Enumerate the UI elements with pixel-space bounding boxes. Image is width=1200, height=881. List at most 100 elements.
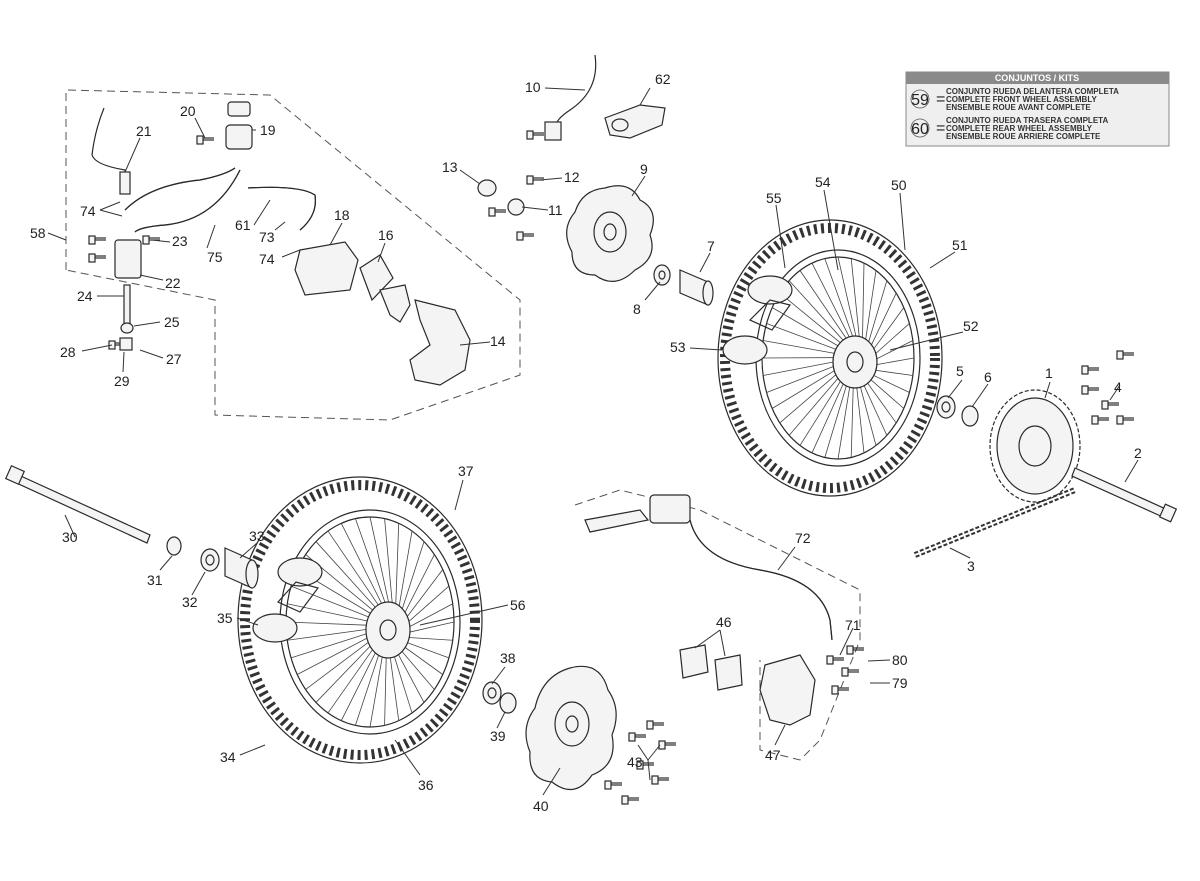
callout-31: 31 bbox=[147, 572, 163, 588]
kit-60-line-fr: ENSEMBLE ROUE ARRIERE COMPLETE bbox=[946, 132, 1101, 141]
callout-29: 29 bbox=[114, 373, 130, 389]
callout-6: 6 bbox=[984, 369, 992, 385]
front-caliper bbox=[294, 241, 359, 296]
spoke bbox=[850, 258, 861, 349]
callout-80: 80 bbox=[892, 652, 908, 668]
callout-74-b: 74 bbox=[259, 251, 275, 267]
callout-19: 19 bbox=[260, 122, 276, 138]
rear-inner-tube-bottom bbox=[722, 335, 768, 365]
front-brake-hose-upper-core bbox=[124, 167, 236, 211]
rear-brake-group-outline bbox=[574, 489, 861, 761]
brake-pad-front bbox=[359, 254, 394, 302]
spoke bbox=[788, 280, 851, 349]
rear-spokes bbox=[761, 256, 915, 460]
kit-60-number: 60 bbox=[911, 121, 929, 138]
callout-3: 3 bbox=[967, 558, 975, 574]
callout-8: 8 bbox=[633, 301, 641, 317]
front-tire-outer bbox=[237, 476, 483, 764]
spoke bbox=[811, 262, 855, 348]
rear-brake-hose-core bbox=[689, 519, 833, 641]
spoke bbox=[779, 367, 845, 424]
callout-2: 2 bbox=[1134, 445, 1142, 461]
rear-tire-outer bbox=[717, 219, 943, 497]
kit-60-line-es: CONJUNTO RUEDA TRASERA COMPLETA bbox=[946, 116, 1108, 125]
spoke bbox=[340, 641, 382, 721]
callout-9: 9 bbox=[640, 161, 648, 177]
callout-18: 18 bbox=[334, 207, 350, 223]
callout-74-a: 74 bbox=[80, 203, 96, 219]
callout-5: 5 bbox=[956, 363, 964, 379]
kit-59-line-es: CONJUNTO RUEDA DELANTERA COMPLETA bbox=[946, 87, 1119, 96]
callout-21: 21 bbox=[136, 123, 152, 139]
callout-11: 11 bbox=[548, 202, 563, 218]
spoke bbox=[327, 530, 386, 616]
callout-12: 12 bbox=[564, 169, 580, 185]
callout-32: 32 bbox=[182, 594, 198, 610]
callout-25: 25 bbox=[164, 314, 180, 330]
rear-brake-pad-a bbox=[679, 644, 709, 679]
front-rim-tape bbox=[277, 581, 320, 613]
spoke bbox=[824, 258, 857, 348]
kit-box-header: CONJUNTOS / KITS bbox=[995, 73, 1079, 83]
spoke bbox=[394, 523, 400, 619]
kit-box-frame bbox=[905, 71, 1170, 147]
callout-43: 43 bbox=[627, 754, 643, 770]
callout-71: 71 bbox=[845, 617, 861, 633]
kit-box-header-bar bbox=[906, 72, 1169, 84]
spoke bbox=[771, 364, 844, 409]
callout-39: 39 bbox=[490, 728, 506, 744]
master-cylinder bbox=[114, 239, 142, 279]
rear-brake-lever bbox=[584, 509, 650, 533]
callout-54: 54 bbox=[815, 174, 831, 190]
spoke bbox=[327, 639, 380, 714]
rear-brake-disc bbox=[525, 665, 617, 791]
spoke bbox=[290, 585, 379, 622]
rear-rim-tape bbox=[748, 299, 792, 331]
callout-28: 28 bbox=[60, 344, 76, 360]
callout-55: 55 bbox=[766, 190, 782, 206]
callout-23: 23 bbox=[172, 233, 188, 249]
spoke bbox=[384, 518, 394, 617]
callout-72: 72 bbox=[795, 530, 811, 546]
spoke bbox=[369, 644, 385, 728]
drive-chain bbox=[913, 487, 1077, 558]
callout-35: 35 bbox=[217, 610, 233, 626]
spoke bbox=[850, 376, 854, 458]
spoke bbox=[305, 635, 378, 690]
kit-59-circle bbox=[910, 89, 930, 109]
callout-62: 62 bbox=[655, 71, 671, 87]
reservoir-cap bbox=[227, 101, 251, 117]
callout-10: 10 bbox=[525, 79, 541, 95]
callout-75: 75 bbox=[207, 249, 223, 265]
spoke bbox=[287, 627, 377, 641]
front-spokes bbox=[285, 516, 455, 728]
callout-33: 33 bbox=[249, 528, 265, 544]
spoke bbox=[315, 637, 379, 703]
spoke bbox=[788, 369, 846, 436]
clevis bbox=[119, 337, 133, 351]
rear-sprocket bbox=[989, 389, 1081, 503]
callout-40: 40 bbox=[533, 798, 549, 814]
rear-axle bbox=[1071, 467, 1178, 523]
spoke bbox=[396, 530, 413, 620]
front-inner-tube-top bbox=[277, 557, 323, 587]
kit-60-line-en: COMPLETE REAR WHEEL ASSEMBLY bbox=[946, 124, 1093, 133]
rear-brake-pad-b bbox=[714, 654, 743, 691]
callout-36: 36 bbox=[418, 777, 434, 793]
front-axle bbox=[4, 464, 151, 544]
spoke bbox=[287, 603, 378, 624]
callout-14: 14 bbox=[490, 333, 506, 349]
spoke bbox=[285, 621, 377, 626]
callout-1: 1 bbox=[1045, 365, 1053, 381]
spoke bbox=[369, 516, 392, 616]
spoke bbox=[863, 270, 877, 352]
kit-59-line-fr: ENSEMBLE ROUE AVANT COMPLETE bbox=[946, 103, 1091, 112]
sensor-bracket-hole bbox=[611, 118, 629, 132]
callout-58: 58 bbox=[30, 225, 46, 241]
rear-master-cylinder bbox=[649, 494, 691, 524]
push-rod bbox=[123, 284, 131, 326]
front-brake-hose-lower bbox=[247, 186, 317, 231]
master-cylinder-seal bbox=[120, 322, 134, 334]
front-brake-hose-upper bbox=[124, 167, 236, 211]
spoke bbox=[779, 292, 849, 350]
